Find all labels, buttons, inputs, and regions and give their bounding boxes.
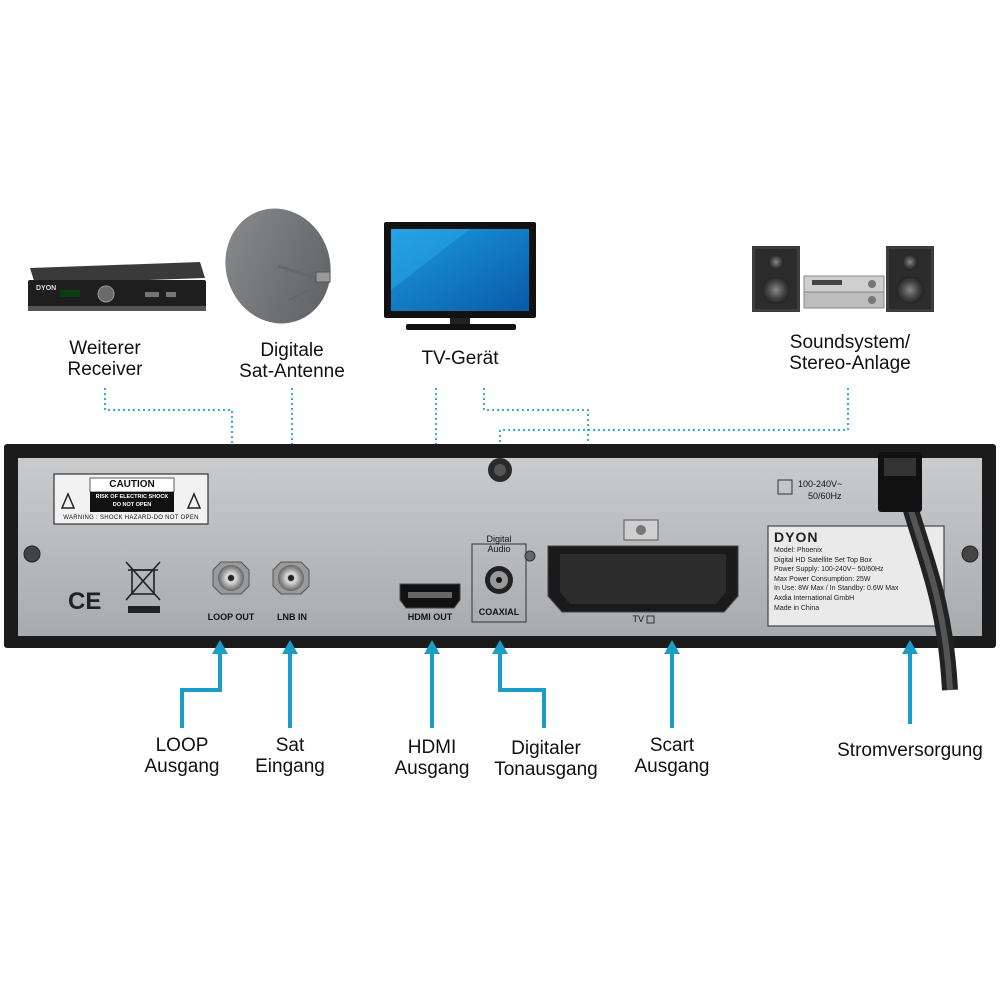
loop-output-line1: LOOP	[155, 735, 209, 756]
hdmi-port	[399, 583, 461, 609]
tv-label-line1: TV-Gerät	[421, 348, 499, 369]
receiver-back-panel	[4, 444, 996, 691]
rating-description: Digital HD Satellite Set Top Box	[774, 556, 872, 564]
receiver-label-line2: Receiver	[67, 359, 143, 380]
receiver-image: DYON	[28, 262, 206, 311]
lnb-in-connector	[272, 561, 310, 595]
digital-audio-label: Digital Audio	[472, 534, 526, 554]
lnb-in-label: LNB IN	[277, 612, 307, 622]
tv-label: TV-Gerät	[390, 348, 530, 369]
weee-bar	[128, 606, 160, 613]
sound-label: Soundsystem/ Stereo-Anlage	[770, 332, 930, 374]
loop-output-label: LOOP Ausgang	[126, 735, 238, 777]
coaxial-label: COAXIAL	[478, 607, 520, 617]
loop-out-label: LOOP OUT	[207, 612, 255, 622]
tv-scart-label: TV	[632, 614, 644, 624]
power-supply-line1: Stromversorgung	[837, 740, 983, 761]
hdmi-output-line1: HDMI	[407, 737, 457, 758]
caution-text: RISK OF ELECTRIC SHOCK DO NOT OPEN	[90, 493, 174, 509]
dish-label-line2: Sat-Antenne	[239, 361, 345, 382]
caution-line2: DO NOT OPEN	[112, 502, 152, 508]
sound-label-line2: Stereo-Anlage	[789, 353, 911, 374]
loop-arrow	[180, 652, 222, 728]
digital-output-line2: Tonausgang	[494, 759, 598, 780]
weee-bin-icon	[125, 561, 161, 601]
rating-power-supply: Power Supply: 100-240V~ 50/60Hz	[774, 566, 884, 574]
rating-origin: Made in China	[774, 604, 820, 612]
power-rating-line1: 100-240V~	[798, 479, 843, 489]
sat-input-line2: Eingang	[255, 756, 325, 777]
sound-label-line1: Soundsystem/	[789, 332, 911, 353]
rating-brand: DYON	[774, 529, 819, 545]
sat-input-line1: Sat	[275, 735, 305, 756]
digital-audio-line2: Audio	[487, 544, 511, 554]
power-rating: 100-240V~ 50/60Hz	[798, 478, 878, 502]
scart-port	[547, 519, 739, 613]
dish-label-line1: Digitale	[260, 340, 324, 361]
rating-in-use: In Use: 8W Max / In Standby: 0.6W Max	[774, 585, 899, 593]
power-rating-line2: 50/60Hz	[808, 491, 842, 501]
arrows	[180, 652, 912, 728]
digital-output-line1: Digitaler	[511, 738, 581, 759]
receiver-line	[104, 388, 233, 560]
scart-output-line1: Scart	[649, 735, 695, 756]
loop-output-line2: Ausgang	[144, 756, 220, 777]
hdmi-output-line2: Ausgang	[394, 758, 470, 779]
coaxial-port	[471, 543, 536, 623]
caution-line1: RISK OF ELECTRIC SHOCK	[95, 494, 169, 500]
hdmi-output-label: HDMI Ausgang	[380, 737, 484, 779]
caution-label	[53, 473, 209, 525]
sat-input-label: Sat Eingang	[240, 735, 340, 777]
power-supply-label: Stromversorgung	[826, 740, 994, 761]
rating-model: Model: Phoenix	[774, 547, 823, 554]
caution-footer: WARNING : SHOCK HAZARD-DO NOT OPEN	[63, 515, 199, 521]
sound-system-image	[752, 246, 934, 312]
rating-label: DYON Model: Phoenix Digital HD Satellite…	[774, 529, 942, 613]
power-cord	[878, 452, 958, 691]
satellite-dish-image	[225, 208, 331, 324]
digital-audio-line1: Digital	[486, 534, 512, 544]
digital-output-label: Digitaler Tonausgang	[486, 738, 606, 780]
ce-mark: CE	[68, 588, 102, 615]
arrow-heads	[212, 640, 918, 654]
dish-label: Digitale Sat-Antenne	[222, 340, 362, 382]
receiver-brand: DYON	[36, 285, 56, 292]
digital-arrow	[498, 652, 546, 728]
scart-output-line2: Ausgang	[634, 756, 710, 777]
loop-out-connector	[212, 561, 250, 595]
hdmi-out-label: HDMI OUT	[407, 612, 453, 622]
rating-max-power: Max Power Consumption: 25W	[774, 575, 871, 583]
rating-company: Axdia International GmbH	[774, 594, 855, 602]
scart-output-label: Scart Ausgang	[620, 735, 724, 777]
receiver-label-line1: Weiterer	[69, 338, 141, 359]
tv-image	[384, 222, 536, 330]
caution-title: CAUTION	[109, 479, 155, 490]
receiver-label: Weiterer Receiver	[45, 338, 165, 380]
